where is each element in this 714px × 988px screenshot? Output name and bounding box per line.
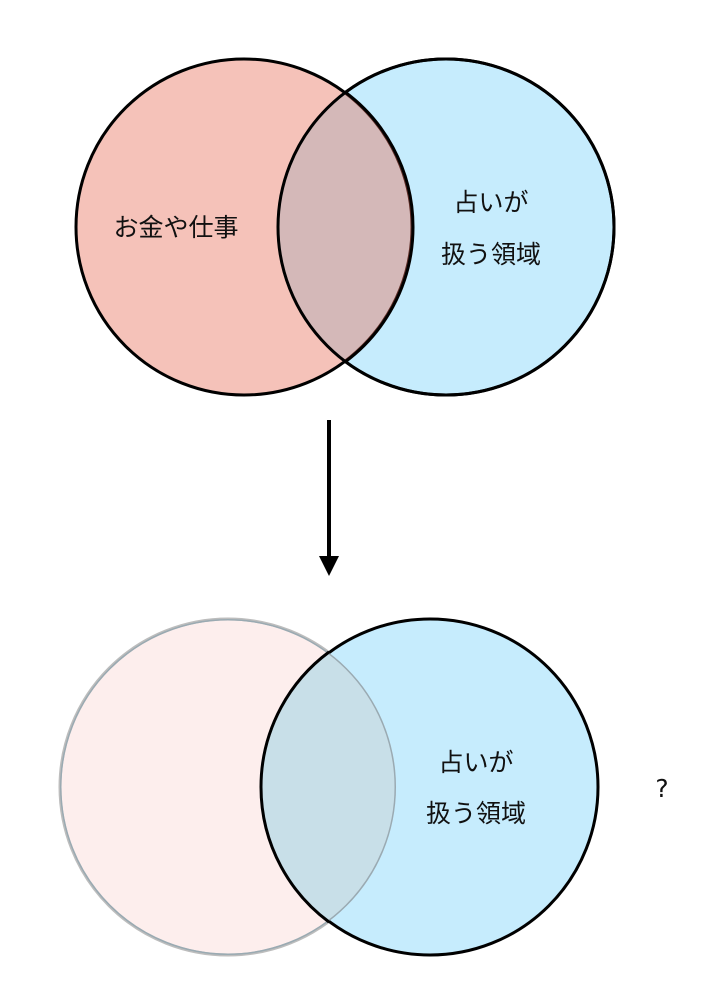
down-arrow-icon (319, 420, 339, 576)
bottom-venn: 占いが 扱う領域 ? (58, 617, 669, 957)
bottom-right-label-line2: 扱う領域 (426, 799, 526, 828)
bottom-overlap (262, 619, 396, 955)
top-left-label: お金や仕事 (113, 213, 238, 242)
top-right-circle-outline (344, 90, 415, 364)
top-right-label-line2: 扱う領域 (441, 240, 541, 269)
bottom-right-circle-outline (259, 650, 330, 924)
bottom-right-label-line1: 占いが (438, 748, 513, 777)
top-venn: お金や仕事 占いが 扱う領域 (74, 57, 616, 397)
question-mark: ? (655, 774, 668, 803)
top-right-label-line1: 占いが (453, 188, 528, 217)
